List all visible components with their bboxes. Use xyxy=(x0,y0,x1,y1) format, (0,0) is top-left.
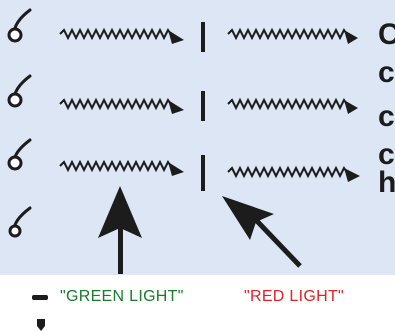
partial-shape-icon xyxy=(37,319,45,331)
diagonal-arrow-head xyxy=(222,196,274,240)
row-3-wave-right xyxy=(227,165,349,179)
side-letter-5: h xyxy=(378,166,395,199)
row-2-node xyxy=(7,92,23,108)
row-3-wave-left xyxy=(59,159,173,173)
side-letter-4: c xyxy=(378,138,395,171)
row-4 xyxy=(8,206,32,238)
row-1-wave-left-arrowhead xyxy=(168,30,184,44)
row-2-wave-right xyxy=(227,97,349,111)
diagonal-arrow xyxy=(222,196,302,268)
row-1-node xyxy=(7,27,23,43)
green-light-dash-icon xyxy=(32,295,48,300)
row-3-bar xyxy=(201,155,205,191)
up-arrow xyxy=(98,186,142,274)
side-letter-2: c xyxy=(378,56,395,89)
green-light-label: "GREEN LIGHT" xyxy=(60,288,184,305)
red-light-label: "RED LIGHT" xyxy=(244,288,345,305)
row-1-wave-right xyxy=(227,27,349,41)
row-3-wave-left-arrowhead xyxy=(168,162,184,176)
row-3 xyxy=(7,138,360,191)
diagonal-arrow-shaft xyxy=(254,218,302,268)
row-1-bar xyxy=(201,22,205,52)
row-2-wave-left xyxy=(59,97,173,111)
row-2 xyxy=(7,74,358,121)
up-arrow-shaft xyxy=(118,222,123,274)
row-3-wave-right-arrowhead xyxy=(344,168,360,182)
row-1-wave-left xyxy=(59,27,173,41)
side-letter-3: c xyxy=(378,100,395,133)
row-1-wave-right-arrowhead xyxy=(344,30,358,44)
up-arrow-head xyxy=(98,186,142,238)
row-2-wave-right-arrowhead xyxy=(344,100,358,114)
side-letter-1: C xyxy=(378,18,395,51)
row-1 xyxy=(7,8,358,52)
row-2-bar xyxy=(201,91,205,121)
row-4-node xyxy=(8,224,22,238)
row-2-wave-left-arrowhead xyxy=(168,100,184,114)
diagram-panel xyxy=(0,0,395,275)
row-3-node xyxy=(7,155,23,171)
